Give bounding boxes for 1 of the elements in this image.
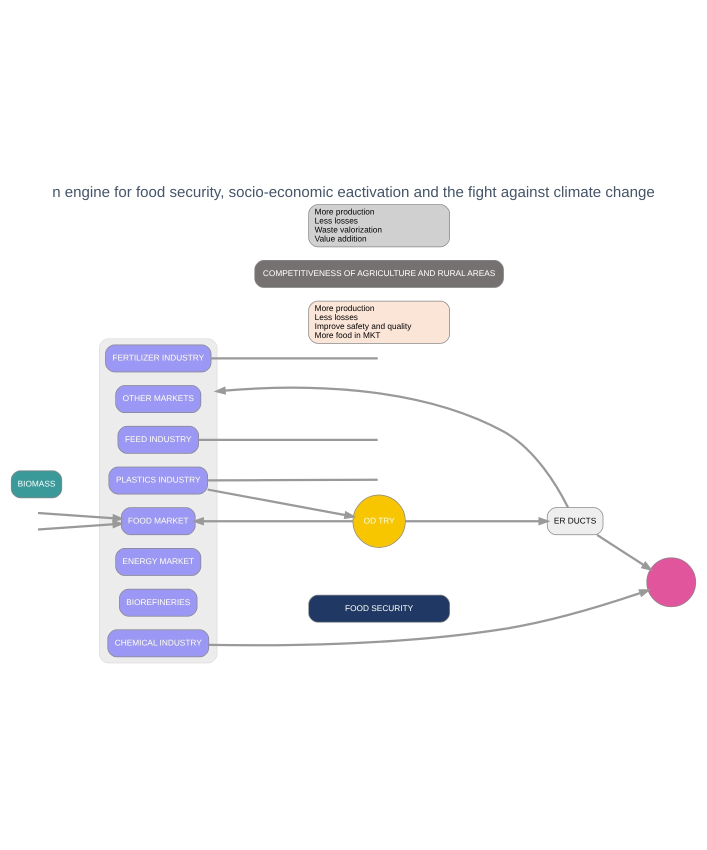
- diagram-title: n engine for food security, socio-economic eactivation and the fight against climate change: [52, 184, 655, 201]
